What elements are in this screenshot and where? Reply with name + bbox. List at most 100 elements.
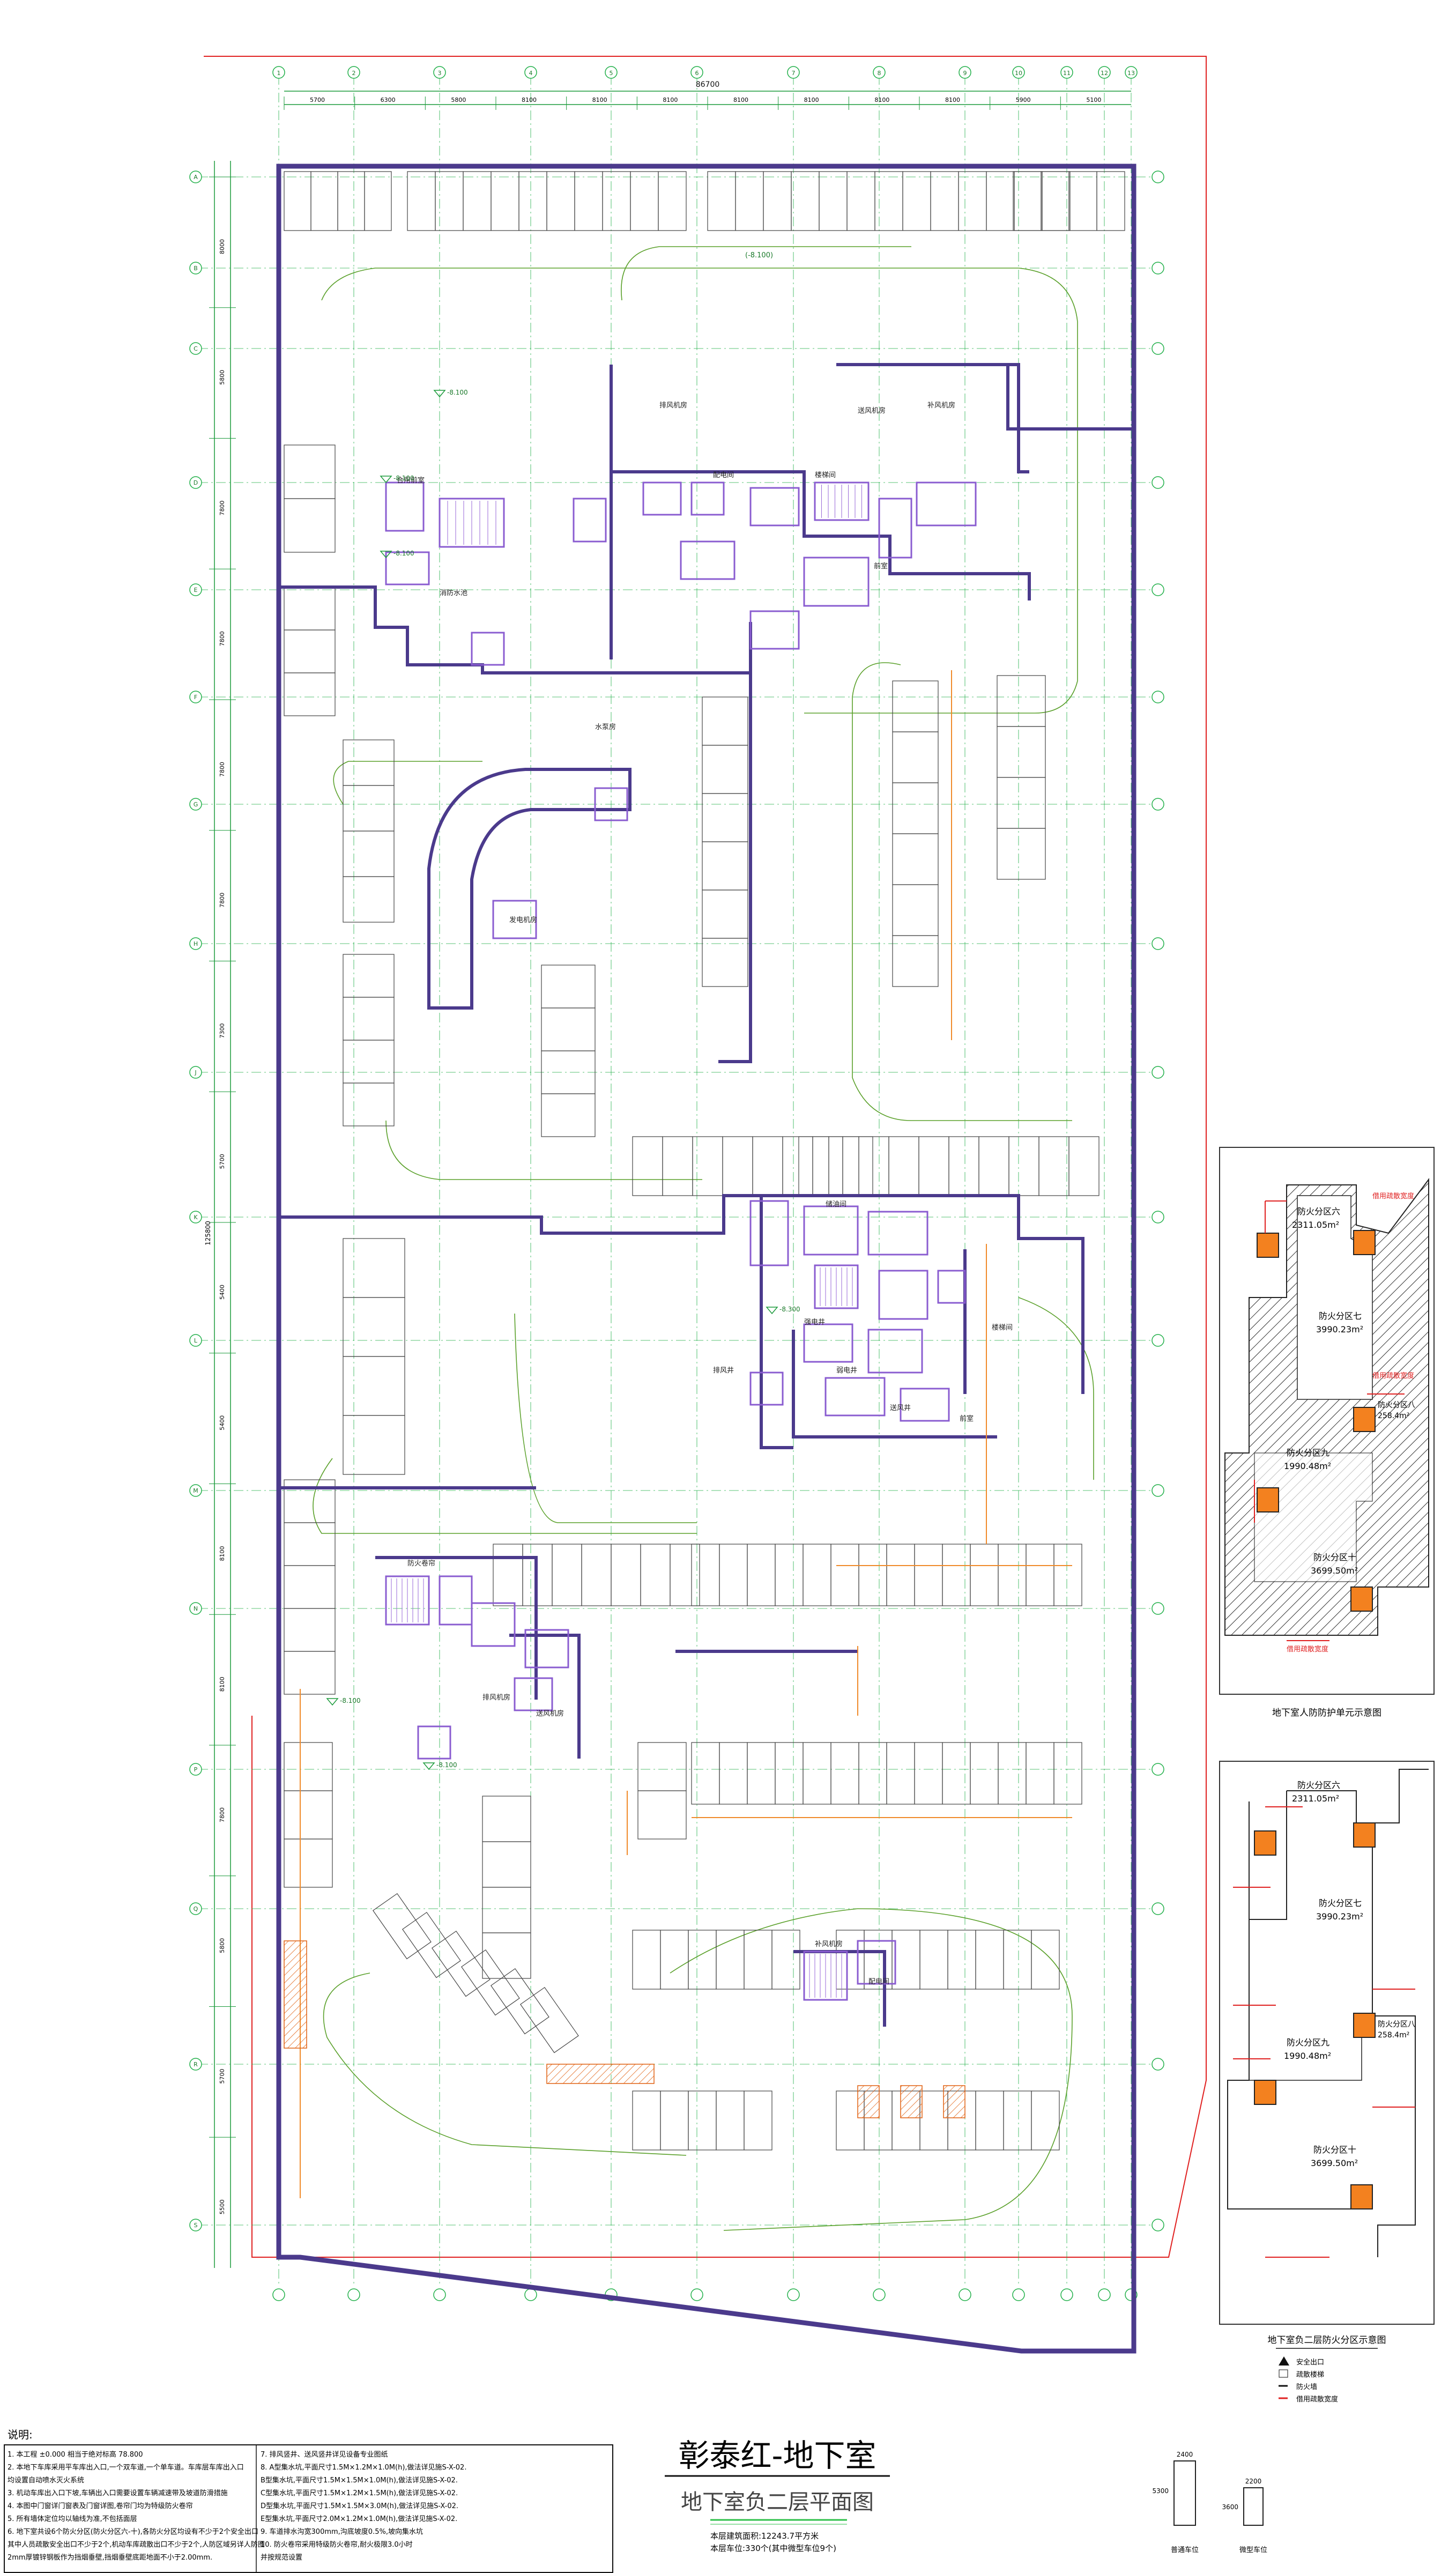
parking-stall (541, 1007, 596, 1051)
left-dimension-segment: 7800 (219, 762, 226, 777)
parking-stall (942, 1544, 971, 1606)
parking-stall (998, 1544, 1027, 1606)
parking-stall (858, 1742, 887, 1805)
left-dimension-segment: 5400 (219, 1415, 226, 1430)
top-dimension-segment: 8100 (592, 97, 607, 103)
core-room (814, 481, 870, 521)
parking-stall (722, 1136, 753, 1196)
parking-stall (828, 1136, 859, 1196)
elevation-marker (766, 1307, 778, 1315)
note-line-right: 并按规范设置 (261, 2554, 302, 2562)
parking-stall (702, 696, 748, 746)
parking-stall (858, 1544, 887, 1606)
parking-stall (702, 841, 748, 891)
grid-row-bubble-right (1152, 2058, 1164, 2071)
grid-column-label: 11 (1063, 70, 1071, 77)
left-dimension-chain: 8000580078007800780078007300570054005400… (204, 161, 236, 2268)
parking-stall (343, 876, 395, 923)
parking-stall (744, 2090, 772, 2151)
core-room (749, 1200, 789, 1266)
parking-stall (771, 1930, 800, 1990)
top-dimension-segment: 8100 (663, 97, 678, 103)
parking-stall (942, 1742, 971, 1805)
top-dimension-segment: 5700 (310, 97, 325, 103)
parking-stall (546, 171, 575, 231)
grid-column-bubble-bottom (1012, 2288, 1025, 2301)
parking-stall (986, 171, 1015, 231)
parking-stall (914, 1544, 943, 1606)
left-dimension-segment: 5700 (219, 1154, 226, 1169)
parking-stall (1041, 171, 1069, 231)
core-room (385, 1575, 430, 1626)
top-dimension-segment: 8100 (733, 97, 748, 103)
room-label: 强电井 (804, 1318, 825, 1326)
parking-stall (1003, 2090, 1032, 2151)
note-line-right: 10. 防火卷帘采用特级防火卷帘,耐火极限3.0小时 (261, 2540, 413, 2549)
room-label: 送风机房 (536, 1709, 564, 1718)
note-line-right: C型集水坑,平面尺寸1.5M×1.2M×1.5M(h),做法详见施S-X-02. (261, 2489, 458, 2497)
grid-column-bubble-bottom (347, 2288, 360, 2301)
legend-normal-label: 普通车位 (1171, 2546, 1199, 2554)
parking-stall (830, 1544, 859, 1606)
parking-stall (1053, 1742, 1082, 1805)
grid-row-label: M (193, 1487, 198, 1494)
parking-stall (719, 1742, 748, 1805)
fz2-caption: 地下室负二层防火分区示意图 (1268, 2335, 1386, 2346)
parking-stall (830, 1742, 859, 1805)
parking-stall-angled (461, 1949, 520, 2016)
left-dimension-segment: 7800 (219, 501, 226, 516)
elevation-marker (433, 390, 446, 398)
grid-column-bubble-bottom (524, 2288, 537, 2301)
parking-stall (691, 1544, 720, 1606)
room-label: 补风机房 (927, 401, 955, 410)
parking-stall (343, 954, 395, 998)
core-room (749, 1371, 784, 1406)
parking-stall (343, 1082, 395, 1126)
grid-column-bubble (873, 66, 886, 79)
note-line-right: E型集水坑,平面尺寸2.0M×1.2M×1.0M(h),做法详见施S-X-02. (261, 2515, 457, 2523)
grid-row-bubble (189, 2219, 202, 2231)
grid-row-bubble-right (1152, 1902, 1164, 1915)
top-dimension-segment: 6300 (381, 97, 396, 103)
grid-column-label: 1 (277, 70, 281, 77)
parking-stall (747, 1544, 776, 1606)
fire-zone-diagram-1: 防火分区六 2311.05m² 防火分区七 3990.23m² 防火分区八 25… (1219, 1147, 1435, 1718)
core-room (803, 557, 870, 607)
parking-stall (803, 1544, 831, 1606)
grid-row-label: F (194, 694, 197, 701)
parking-stall (886, 1544, 915, 1606)
parking-stall (284, 1608, 336, 1652)
core-room (824, 1377, 886, 1417)
parking-stall (284, 498, 336, 553)
grid-column-label: 10 (1015, 70, 1022, 77)
parking-stall (1026, 1544, 1054, 1606)
parking-stall (343, 997, 395, 1041)
parking-stall (640, 1544, 671, 1606)
core-room (803, 1323, 853, 1363)
grid-row-label: S (194, 2222, 198, 2229)
grid-column-label: 8 (878, 70, 881, 77)
parking-stall (343, 739, 395, 786)
grid-row-bubble-right (1152, 2219, 1164, 2231)
fz1-zone-3-area: 258.4m² (1378, 1412, 1409, 1420)
grid-column-bubble (1060, 66, 1073, 79)
parking-stall (343, 1356, 405, 1416)
parking-stall-angled (373, 1893, 432, 1960)
grid-row-bubble-right (1152, 1066, 1164, 1079)
grid-row-bubble (189, 1763, 202, 1776)
parking-stall (975, 1930, 1004, 1990)
fz1-zone-5-name: 防火分区十 (1313, 1552, 1356, 1562)
title-block: 彰泰红-地下室 地下室负二层平面图 本层建筑面积:12243.7平方米 本层车位… (665, 2437, 890, 2553)
grid-row-label: D (194, 479, 198, 486)
grid-row-label: P (194, 1766, 198, 1773)
parking-stall (798, 1136, 829, 1196)
parking-stall (1053, 1544, 1082, 1606)
grid-column-bubble (787, 66, 800, 79)
parking-stall-angled (491, 1968, 549, 2035)
grid-column-bubble (690, 66, 703, 79)
parking-stall (343, 1415, 405, 1475)
fz2-zone-5-area: 3699.50m² (1311, 2158, 1358, 2168)
fz1-note-3: 借用疏散宽度 (1287, 1645, 1328, 1653)
top-dimension-segment: 8100 (804, 97, 819, 103)
